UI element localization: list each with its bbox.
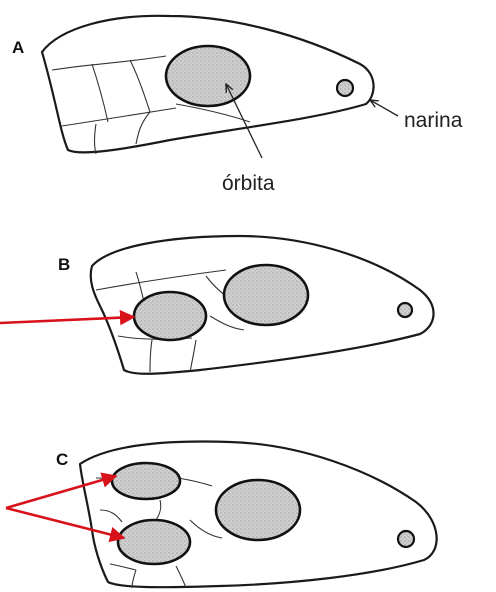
temporal-opening-b xyxy=(134,292,206,340)
orbit-a xyxy=(166,46,250,106)
panel-a-label: A xyxy=(12,38,24,57)
panel-a: A órbita narina xyxy=(12,16,463,195)
lower-temporal-opening-c xyxy=(118,520,190,564)
panel-c: C xyxy=(6,442,437,588)
panel-b: B xyxy=(0,236,434,374)
nostril-c xyxy=(398,531,414,547)
nostril-a xyxy=(337,80,353,96)
panel-c-label: C xyxy=(56,450,68,469)
nostril-pointer xyxy=(370,100,398,116)
nostril-label: narina xyxy=(404,109,463,132)
nostril-b xyxy=(398,303,412,317)
orbit-label: órbita xyxy=(222,172,275,195)
orbit-b xyxy=(224,265,308,325)
orbit-c xyxy=(216,480,300,540)
upper-temporal-opening-c xyxy=(112,463,180,499)
panel-b-label: B xyxy=(58,255,70,274)
